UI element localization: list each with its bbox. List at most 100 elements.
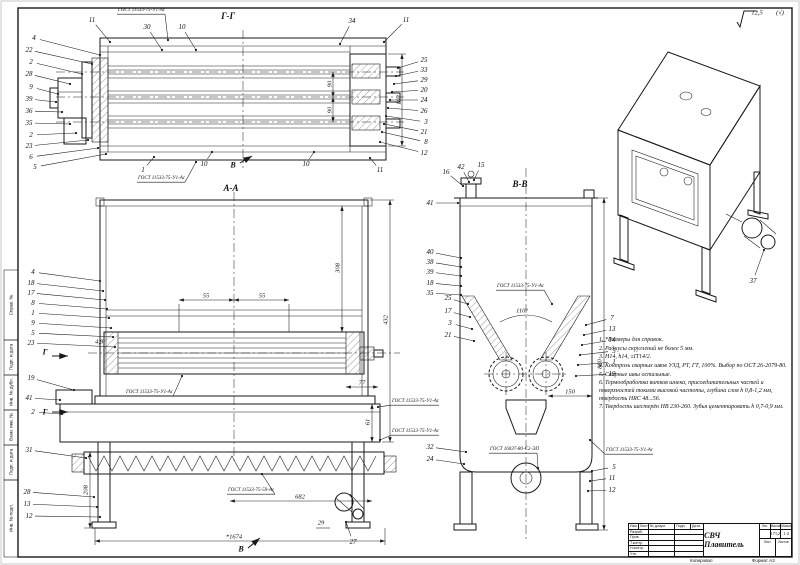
roughness-bracket-icon: (√) [776, 9, 784, 17]
tb-cell [675, 530, 703, 535]
weld-spec-label: ГОСТ 11533-75-У1-Ас [606, 448, 653, 453]
note-line: 6. Термообработка витков шнека, присоеди… [599, 380, 773, 402]
bb-vessel [459, 197, 593, 473]
tb-cell [675, 546, 703, 551]
part-callout: 39 [426, 268, 434, 276]
part-callout: 1 [612, 358, 616, 366]
dimension-label: 308 [334, 263, 342, 273]
dimension-label: 90 [326, 106, 334, 114]
tb-cell: Т.контр. [629, 540, 649, 545]
part-callout: 9 [31, 319, 35, 327]
section-title: А-А [223, 183, 239, 193]
iso-window [631, 149, 699, 227]
part-callout: 1 [141, 166, 145, 174]
part-callout: 2 [29, 131, 33, 139]
signature-row: Разраб. [629, 529, 704, 535]
aa-base-frame [59, 403, 381, 443]
part-callout: 37 [749, 277, 757, 285]
part-callout: 23 [25, 142, 33, 150]
part-callout: 12 [608, 486, 616, 494]
iso-hatch [679, 91, 693, 101]
tb-cell: Лист [640, 524, 649, 529]
tb-cell: Утв. [629, 551, 649, 556]
weld-spec-label: ГОСТ 16037-80-С2-ЭП [490, 447, 539, 452]
tb-cell: Дата [692, 524, 700, 528]
tb-cell: Масса [770, 524, 782, 529]
margin-label: Инв. № подл. [8, 503, 14, 533]
tb-cell [649, 546, 675, 551]
part-callout: 15 [477, 161, 485, 169]
part-callout: 23 [27, 339, 35, 347]
part-callout: 2 [29, 58, 33, 66]
part-callout: 14 [608, 336, 616, 344]
tb-cell [675, 541, 703, 546]
part-callout: 19 [27, 374, 35, 382]
tb-cell [675, 535, 703, 540]
bb-hopper-left-plate [461, 295, 513, 361]
view-b-arrow [247, 537, 261, 549]
section-title: Г-Г [221, 11, 235, 21]
bb-outlet [510, 462, 542, 494]
part-callout: 17 [27, 289, 35, 297]
part-callout: 24 [426, 455, 434, 463]
weld-spec-label: ГОСТ 11533-75-У1-Ас [138, 176, 185, 181]
leader-lines [32, 13, 766, 537]
part-callout: 40 [426, 248, 434, 256]
view-section-gg [49, 30, 406, 168]
view-section-bb [453, 168, 608, 540]
view-letter: В [230, 160, 236, 170]
part-callout: 11 [376, 166, 384, 174]
part-callout: 38 [426, 258, 434, 266]
part-callout: 8 [424, 138, 428, 146]
part-callout: 6 [29, 153, 33, 161]
part-callout: 12 [25, 512, 33, 520]
tb-cell: Разраб. [629, 529, 649, 534]
part-callout: 39 [25, 95, 33, 103]
iso-outlet-gear [741, 217, 763, 239]
part-callout: 17 [444, 307, 452, 315]
dimension-label: 90 [326, 80, 334, 88]
weld-spec-label: ГОСТ 11533-75-У1-Ас [497, 284, 544, 289]
margin-label: Справ. № [8, 294, 14, 316]
part-callout: 42 [457, 163, 465, 171]
part-callout: 2 [31, 408, 35, 416]
part-callout: 10 [178, 23, 186, 31]
technical-notes: 1. *Размеры для справок.2. Радиусы скруг… [599, 337, 792, 413]
roughness-symbol [736, 10, 757, 29]
tb-cell: Изм. [630, 524, 639, 529]
signature-row: Пров. [629, 535, 704, 541]
drawing-title: СВЧ Плавитель [704, 531, 744, 549]
tb-cell [675, 552, 703, 557]
tb-cell: Подп. [675, 524, 691, 529]
part-callout: 10 [302, 160, 310, 168]
part-callout: 9 [29, 83, 33, 91]
section-title: В-В [512, 179, 528, 189]
part-callout: 31 [25, 446, 33, 454]
lit-mass-scale-values: 173,24 1:4 [759, 530, 791, 539]
tb-cell: Н.контр. [629, 546, 649, 551]
margin-label: Взам. инв. № [8, 413, 14, 441]
part-callout: 25 [444, 294, 452, 302]
part-callout: 21 [420, 128, 428, 136]
part-callout: 5 [612, 347, 616, 355]
dimension-label: 77 [358, 379, 366, 387]
mass-value: 173,24 [770, 530, 782, 538]
part-callout: 20 [420, 86, 428, 94]
tb-cell: Масштаб [781, 524, 791, 528]
dimension-label: 150 [565, 388, 575, 396]
view-letter: Г [42, 407, 48, 417]
dimension-label: *1674 [225, 533, 243, 541]
tb-cell: Лит. [760, 524, 771, 529]
signature-row: Утв. [629, 551, 703, 557]
signature-row: Н.контр. [629, 546, 704, 552]
part-callout: 1 [31, 309, 35, 317]
part-callout: 8 [31, 299, 35, 307]
dimension-label: 110° [516, 307, 528, 315]
tb-cell: Листов [778, 540, 789, 544]
view-section-aa [52, 192, 400, 549]
sheet-count-row: Лист Листов [760, 539, 791, 556]
part-callout: 3 [424, 118, 428, 126]
